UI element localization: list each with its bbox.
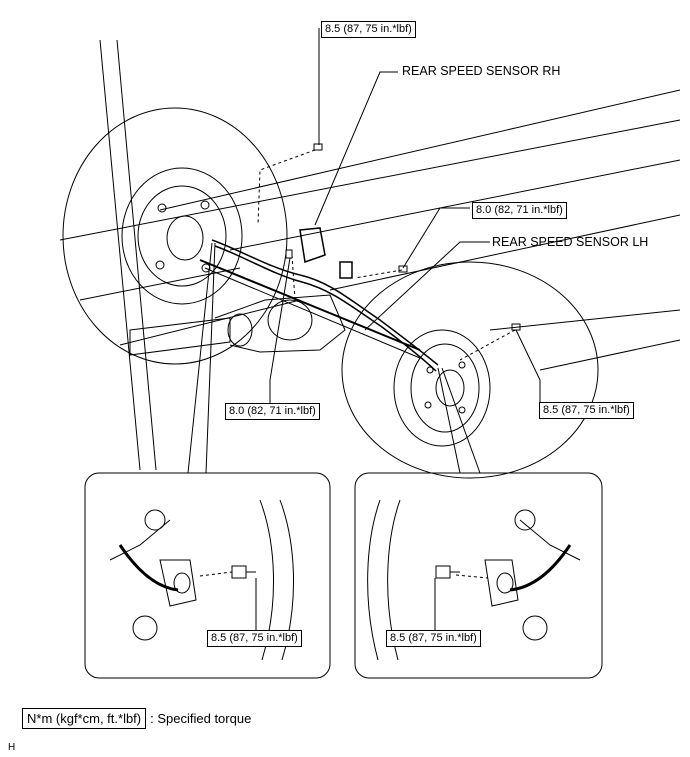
left-tire — [62, 107, 288, 365]
bolt-icon — [435, 565, 451, 579]
part-label-rear-speed-sensor-rh: REAR SPEED SENSOR RH — [402, 64, 561, 78]
bolt-icon — [285, 249, 293, 259]
bolt-icon — [398, 265, 408, 273]
torque-legend: N*m (kgf*cm, ft.*lbf) : Specified torque — [22, 708, 251, 729]
detail-box-left — [84, 472, 331, 679]
torque-label-rh-bracket: 8.0 (82, 71 in.*lbf) — [472, 202, 567, 219]
part-label-rear-speed-sensor-lh: REAR SPEED SENSOR LH — [492, 235, 649, 249]
right-tire — [341, 261, 599, 479]
torque-label-lh-right: 8.5 (87, 75 in.*lbf) — [539, 402, 634, 419]
reference-code: H — [8, 742, 16, 753]
rear-axle — [129, 259, 421, 359]
torque-label-top: 8.5 (87, 75 in.*lbf) — [321, 21, 416, 38]
bolt-guide-lines — [257, 149, 516, 361]
torque-label-detail-right: 8.5 (87, 75 in.*lbf) — [386, 630, 481, 647]
sensor-harness — [211, 227, 439, 372]
detail-connectors — [187, 242, 481, 474]
legend-description: : Specified torque — [150, 711, 252, 726]
bolt-icon — [313, 143, 323, 151]
leader-lines — [269, 28, 541, 409]
bolt-icons — [285, 143, 521, 331]
vehicle-body-lines — [59, 39, 681, 471]
legend-unit-box: N*m (kgf*cm, ft.*lbf) — [22, 708, 147, 729]
bolt-icon — [231, 565, 247, 579]
torque-label-detail-left: 8.5 (87, 75 in.*lbf) — [207, 630, 302, 647]
detail-box-right — [354, 472, 603, 679]
torque-label-center: 8.0 (82, 71 in.*lbf) — [225, 403, 320, 420]
